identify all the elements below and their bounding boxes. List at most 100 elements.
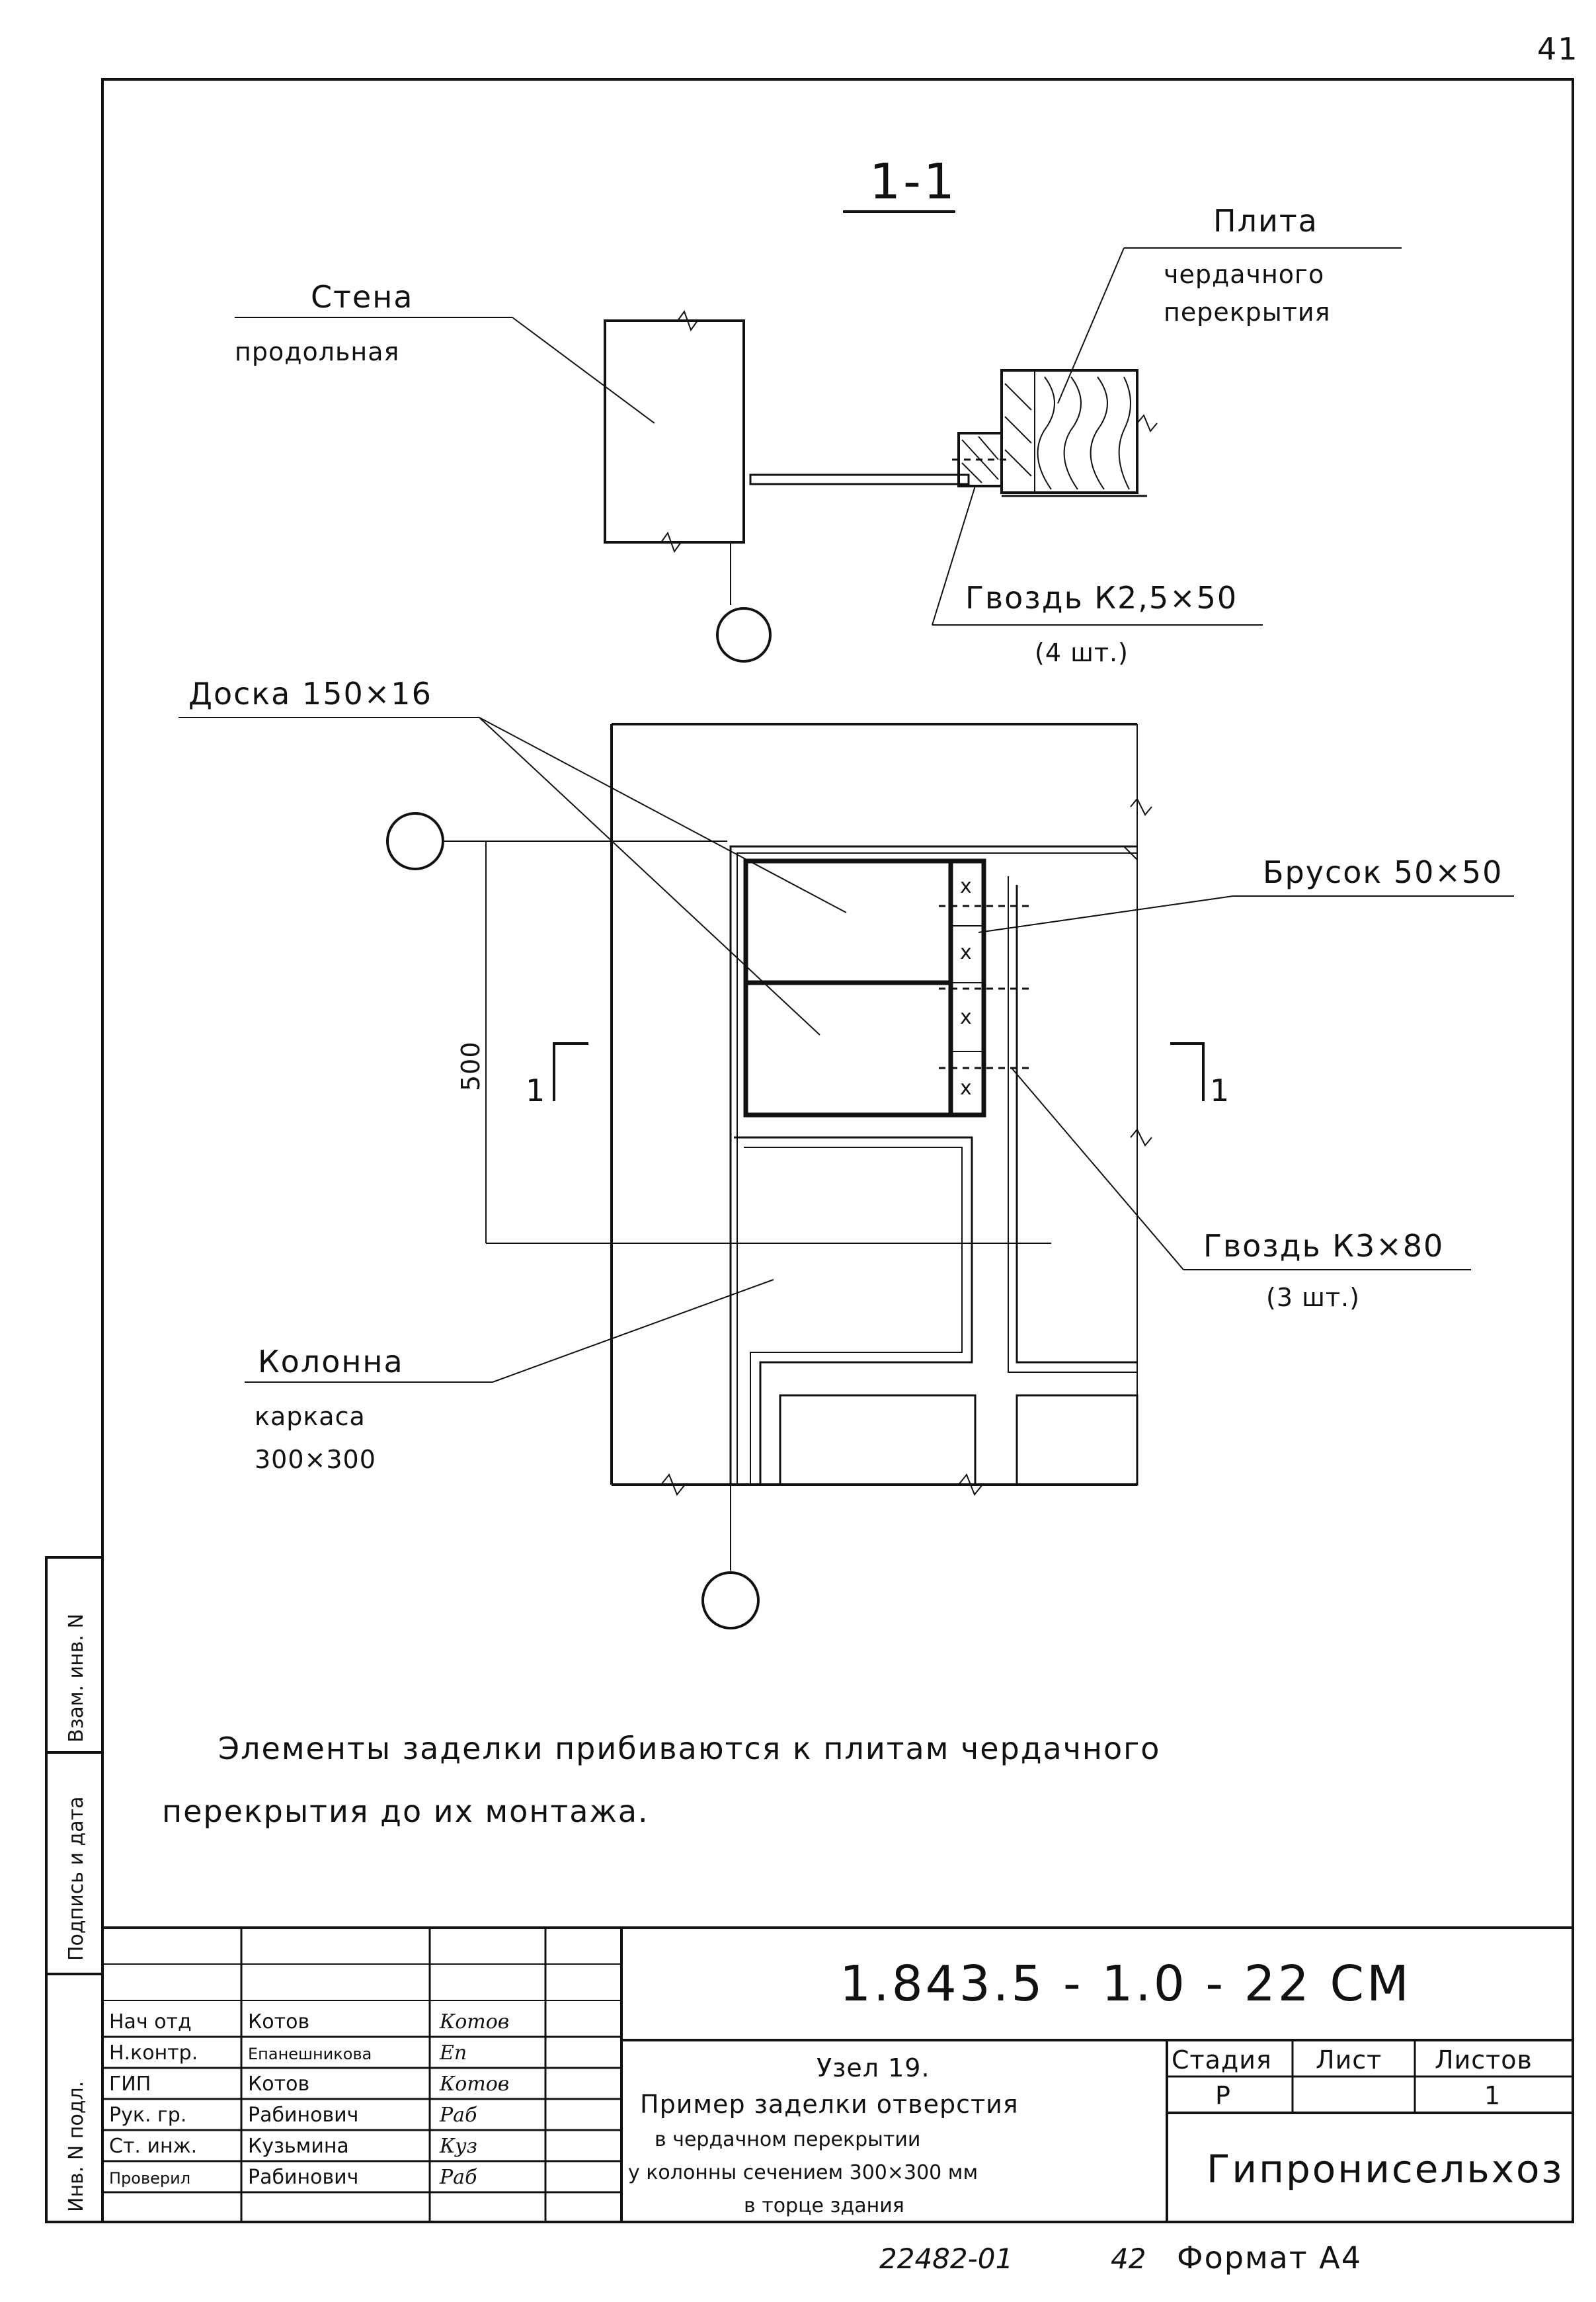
plate-break [1137, 414, 1158, 432]
plate-label-1: Плита [1213, 203, 1318, 239]
archive-number: 22482-01 [879, 2242, 1013, 2275]
section-view: 1-1 Плита чердачного перекрытия Стена п [235, 153, 1402, 667]
section-title: 1-1 [869, 153, 957, 210]
wall-label-2: продольная [235, 337, 399, 366]
bar-mark: x [960, 941, 972, 964]
nail-bottom-label-2: (3 шт.) [1266, 1283, 1360, 1312]
role-name: Епанешникова [248, 2045, 372, 2063]
role-label: Нач отд [109, 2010, 192, 2034]
role-name: Котов [248, 2010, 309, 2034]
plate-leader [1057, 247, 1125, 404]
board-top [743, 858, 953, 985]
bar-label: Брусок 50×50 [1263, 854, 1503, 890]
desc-line-4: в торце здания [744, 2194, 904, 2217]
plate-hatch [1004, 449, 1032, 477]
nail-bottom-label-1: Гвоздь К3×80 [1203, 1228, 1444, 1264]
cut-mark-right: 1 [1210, 1073, 1230, 1108]
plan-right-breaks [1130, 798, 1152, 1147]
organization: Гипронисельхоз [1207, 2147, 1564, 2192]
sheets-header: Листов [1435, 2045, 1533, 2075]
side-stamp: Инв. N подл. Подпись и дата Взам. инв. N [45, 1556, 104, 2223]
stage-value: Р [1215, 2081, 1231, 2110]
board-bottom [743, 980, 953, 1118]
wall-inner-face-2 [737, 852, 1137, 1485]
adjacent-plate [1016, 1394, 1138, 1486]
note-line-1: Элементы заделки прибиваются к плитам че… [218, 1731, 1160, 1766]
bar-mark: x [960, 1077, 972, 1100]
column-label-3: 300×300 [255, 1445, 376, 1474]
title-block: 1.843.5 - 1.0 - 22 СМ Нач отд Котов Кото… [102, 1926, 1573, 2222]
longitudinal-wall [604, 319, 745, 544]
plate-rib [1001, 370, 1035, 493]
column-leader [492, 1279, 774, 1383]
role-name: Котов [248, 2073, 309, 2096]
bar-leader [978, 895, 1234, 933]
nail-top-label-2: (4 шт.) [1035, 638, 1129, 667]
board-label: Доска 150×16 [188, 676, 432, 712]
plate-joint [1016, 885, 1137, 1364]
role-signature: Котов [439, 2010, 509, 2034]
nail-top-label-1: Гвоздь К2,5×50 [965, 580, 1238, 616]
role-signature: Раб [439, 2104, 477, 2127]
insulation-wave [1037, 376, 1131, 490]
stamp-inv-original: Инв. N подл. [65, 2081, 88, 2212]
page-number: 41 [1537, 31, 1579, 67]
wall-break-bottom [660, 531, 682, 554]
document-code: 1.843.5 - 1.0 - 22 СМ [840, 1955, 1412, 2012]
role-label: Проверил [109, 2169, 190, 2188]
node-title: Узел 19. [817, 2053, 930, 2082]
plate-label-2: чердачного [1164, 260, 1324, 289]
sheet-header: Лист [1316, 2045, 1382, 2075]
plate-label-3: перекрытия [1164, 298, 1331, 327]
board-leader-2 [479, 717, 820, 1036]
column-outline [734, 1136, 973, 1485]
nail-bottom-leader [1011, 1067, 1184, 1270]
bar-mark: x [960, 875, 972, 898]
board-strip [749, 473, 970, 485]
desc-line-2: в чердачном перекрытии [655, 2128, 920, 2151]
sheet-frame [101, 78, 1574, 2223]
role-label: Ст. инж. [109, 2135, 197, 2158]
board-leader-1 [479, 717, 847, 913]
cut-mark-left: 1 [526, 1073, 546, 1108]
sheet-index: 42 [1111, 2242, 1146, 2275]
role-name: Кузьмина [248, 2135, 349, 2158]
cut-arrow-right [1170, 1042, 1205, 1101]
sheets-value: 1 [1484, 2081, 1501, 2110]
role-name: Рабинович [248, 2166, 358, 2189]
role-label: ГИП [109, 2073, 151, 2096]
axis-marker-bottom [701, 1571, 760, 1629]
adjacent-plate [779, 1394, 977, 1486]
wall-leader [512, 317, 655, 424]
stamp-signature-date: Подпись и дата [65, 1797, 88, 1961]
dimension-500: 500 [456, 1041, 485, 1091]
wall-break-top [677, 309, 698, 332]
role-signature: Котов [439, 2073, 509, 2096]
bar-mark: x [960, 1006, 972, 1029]
cut-arrow-left [553, 1042, 588, 1101]
role-label: Рук. гр. [109, 2104, 186, 2127]
role-signature: Куз [439, 2135, 477, 2158]
plate-hatch [1004, 416, 1032, 444]
plan-view: x x x x 500 1 1 Доска 150×16 Бру [179, 676, 1514, 1629]
wall-inner-face [729, 845, 1137, 1485]
role-signature: Раб [439, 2166, 477, 2189]
wall-axis-marker [716, 607, 772, 663]
nail-top-leader [932, 485, 976, 626]
wall-label-1: Стена [311, 279, 413, 315]
column-label-2: каркаса [255, 1402, 366, 1431]
axis-marker-left [386, 812, 444, 870]
desc-line-1: Пример заделки отверстия [640, 2090, 1019, 2119]
side-stamp-frame [45, 1556, 104, 2223]
plate-hatch [1004, 383, 1032, 411]
column-outline-inner [744, 1147, 963, 1485]
stage-header: Стадия [1172, 2045, 1272, 2075]
paper-format: Формат А4 [1177, 2240, 1362, 2276]
stamp-replaced-inv: Взам. инв. N [65, 1614, 88, 1743]
role-label: Н.контр. [109, 2041, 198, 2065]
desc-line-3: у колонны сечением 300×300 мм [628, 2161, 978, 2184]
note-line-2: перекрытия до их монтажа. [162, 1793, 649, 1829]
plate-joint-2 [1008, 876, 1137, 1373]
role-signature: Еп [439, 2041, 467, 2065]
